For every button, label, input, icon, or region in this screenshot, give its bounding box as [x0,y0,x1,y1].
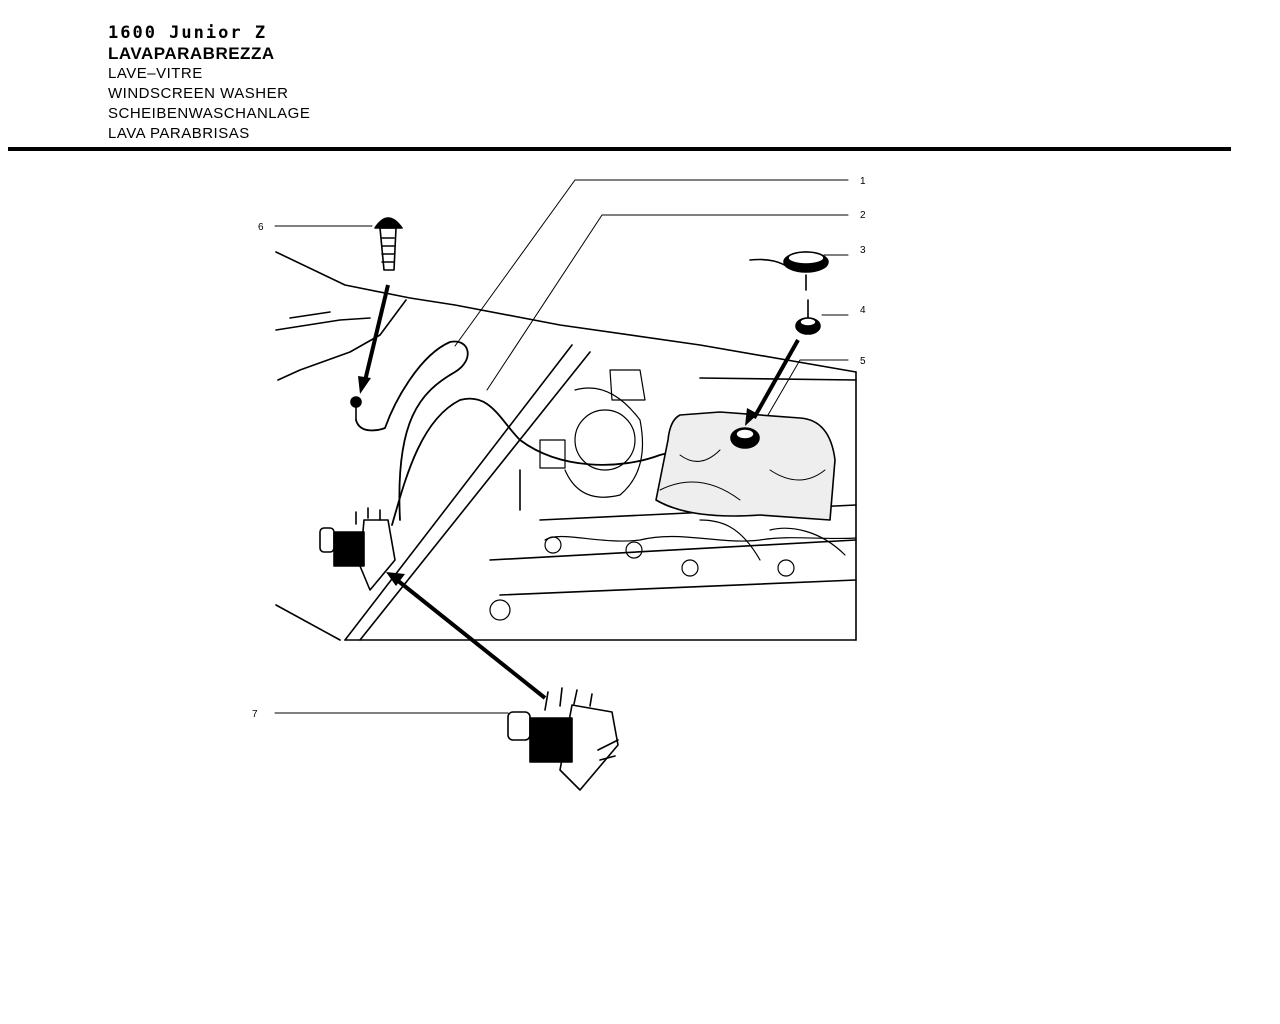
washer-pump-icon [507,687,619,791]
title-spanish: LAVA PARABRISAS [108,125,250,142]
title-french: LAVE–VITRE [108,65,203,82]
reservoir-icon [655,411,836,521]
title-german: SCHEIBENWASCHANLAGE [108,105,311,122]
reservoir-cap-icon [749,251,829,291]
title-english: WINDSCREEN WASHER [108,85,289,102]
callout-1: 1 [860,176,866,187]
assembly-arrows [358,284,800,700]
filter-icon [795,299,821,335]
callout-7: 7 [252,709,258,720]
leader-lines [274,179,849,714]
title-italian: LAVAPARABREZZA [108,44,275,63]
engine-detail [489,369,857,621]
header-divider [8,147,1231,151]
model-name: 1600 Junior Z [108,23,268,43]
washer-pump-installed-icon [319,507,396,591]
callout-2: 2 [860,210,866,221]
nozzle-icon [374,217,403,271]
jet-fitting-icon [350,396,362,421]
callout-3: 3 [860,245,866,256]
callout-4: 4 [860,305,866,316]
callout-labels: 1 2 3 4 5 6 7 [252,176,866,720]
callout-6: 6 [258,222,264,233]
callout-5: 5 [860,356,866,367]
